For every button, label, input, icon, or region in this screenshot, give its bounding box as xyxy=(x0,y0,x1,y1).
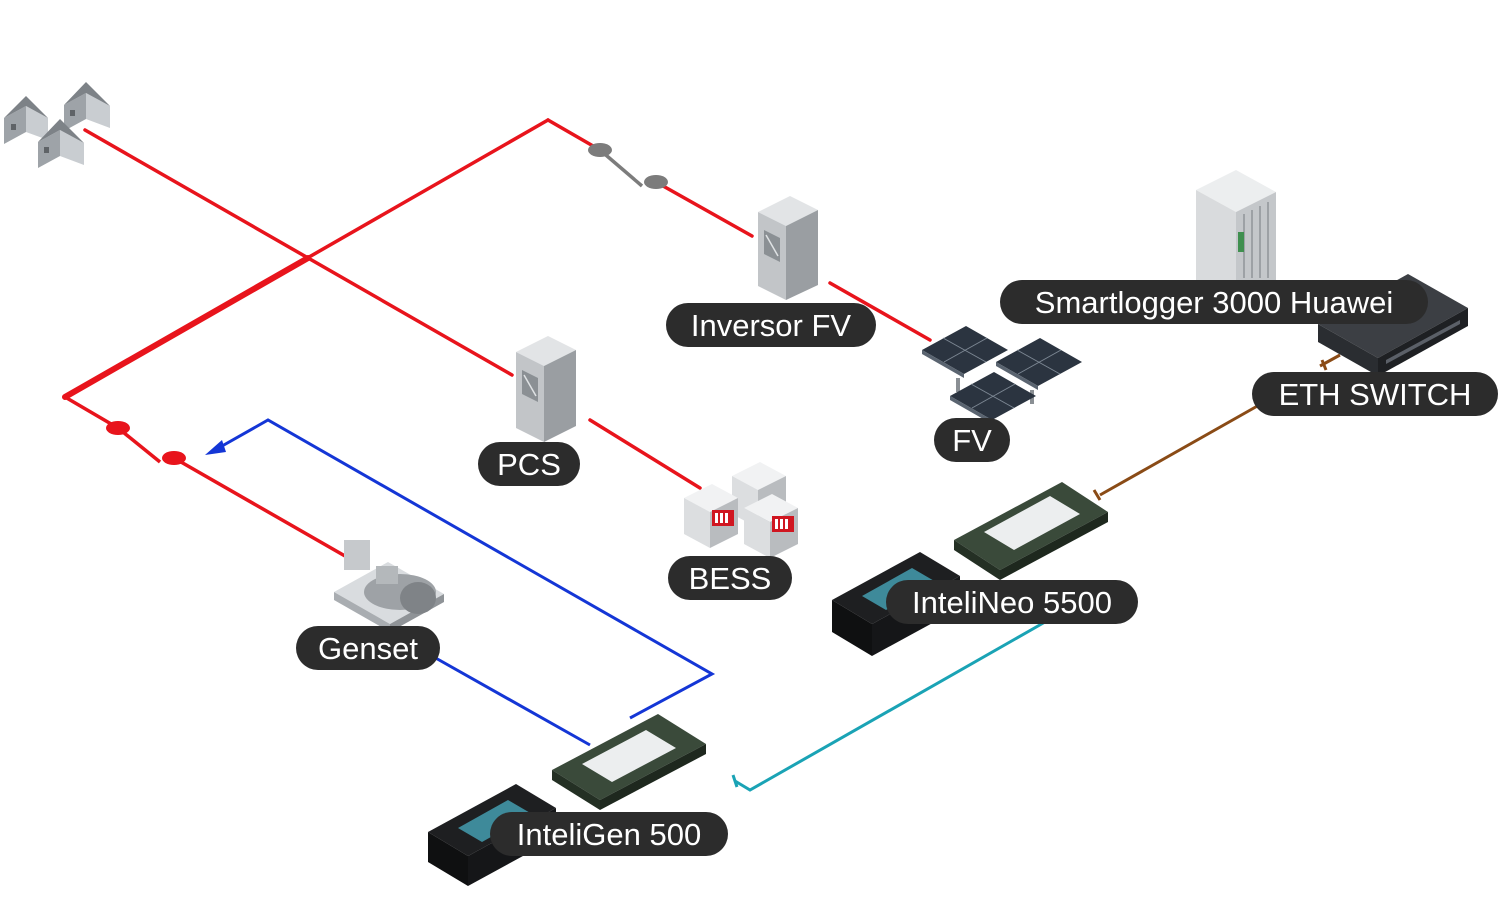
houses-to-pcs-line xyxy=(83,128,514,377)
intelineo-controller-icon xyxy=(832,482,1108,656)
pcs-cabinet-icon xyxy=(516,336,576,442)
smartlogger-server-icon xyxy=(1196,170,1276,282)
battery-icon xyxy=(744,494,798,558)
breaker-to-genset-line xyxy=(172,456,347,558)
solar-panel-icon xyxy=(996,338,1082,404)
genset-breaker xyxy=(106,421,186,465)
label-fv-text: FV xyxy=(952,423,992,458)
label-bess-text: BESS xyxy=(689,561,772,596)
power-lines xyxy=(62,118,932,558)
label-fv: FV xyxy=(934,418,1010,462)
label-inteligen-text: InteliGen 500 xyxy=(517,817,701,852)
genset-control-line xyxy=(424,650,591,747)
inverter-cabinet-icon xyxy=(758,196,818,300)
control-arrowhead xyxy=(205,440,226,455)
label-intelineo-text: InteliNeo 5500 xyxy=(912,585,1112,620)
genset-icon xyxy=(334,540,444,632)
house-icon xyxy=(64,82,110,131)
breaker-control-line xyxy=(214,418,716,720)
battery-storage-icon xyxy=(684,462,798,558)
inverter-to-fv-line xyxy=(828,281,932,342)
label-eth-switch-text: ETH SWITCH xyxy=(1279,377,1472,412)
label-smartlogger: Smartlogger 3000 Huawei xyxy=(1000,280,1428,324)
control-lines xyxy=(205,418,716,747)
label-genset: Genset xyxy=(296,626,440,670)
breaker-to-inverter-line xyxy=(654,180,754,238)
houses-icon xyxy=(4,82,110,168)
solar-panels-icon xyxy=(922,326,1082,434)
house-icon xyxy=(38,119,84,168)
pcs-to-bess-line xyxy=(588,418,702,490)
apex-to-breaker-line xyxy=(546,118,602,152)
ethernet-line xyxy=(734,620,1046,792)
label-bess: BESS xyxy=(668,556,792,600)
inteligen-controller-icon xyxy=(428,714,706,886)
label-inversor-fv-text: Inversor FV xyxy=(691,308,852,343)
house-icon xyxy=(4,96,48,144)
label-inteligen: InteliGen 500 xyxy=(490,812,728,856)
label-genset-text: Genset xyxy=(318,631,418,666)
label-pcs-text: PCS xyxy=(497,447,561,482)
label-pcs: PCS xyxy=(478,442,580,486)
switch-link-lines xyxy=(1092,353,1341,501)
bus-to-breaker-line xyxy=(63,395,120,430)
label-smartlogger-text: Smartlogger 3000 Huawei xyxy=(1035,285,1393,320)
main-bus-thick xyxy=(62,255,311,400)
pv-breaker xyxy=(588,143,668,189)
ethernet-lines xyxy=(731,620,1046,792)
battery-icon xyxy=(684,484,738,548)
label-intelineo: InteliNeo 5500 xyxy=(886,580,1138,624)
switch-link-line xyxy=(1099,398,1269,497)
solar-panel-icon xyxy=(922,326,1008,392)
label-eth-switch: ETH SWITCH xyxy=(1252,372,1498,416)
label-inversor-fv: Inversor FV xyxy=(666,303,876,347)
